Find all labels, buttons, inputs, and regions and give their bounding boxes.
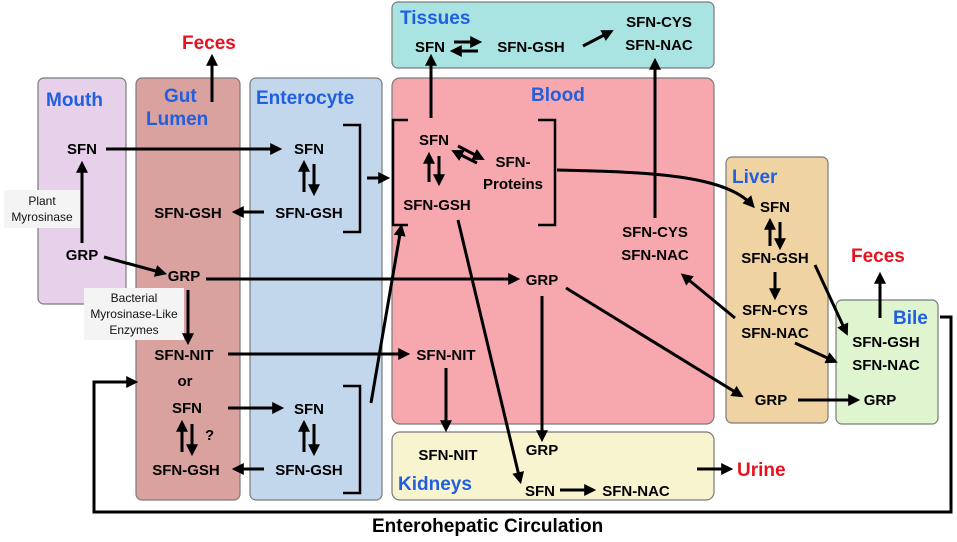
blood-sfn: SFN [419, 132, 449, 149]
blood-header: Blood [531, 85, 585, 106]
gut-lumen-header-1: Gut [164, 86, 197, 107]
bacterial-enzyme-bg [84, 288, 184, 340]
gut-question-mark: ? [205, 427, 214, 444]
enterohepatic-label: Enterohepatic Circulation [372, 516, 603, 537]
bracket-blood-right [538, 118, 557, 227]
arrow-blood-to-liver [556, 168, 755, 209]
gut-sfn-gsh-top: SFN-GSH [154, 205, 222, 222]
tissues-sfn-nac: SFN-NAC [625, 37, 693, 54]
enterocyte-header: Enterocyte [256, 88, 354, 109]
liver-grp: GRP [755, 392, 788, 409]
bile-sfn-nac: SFN-NAC [852, 357, 920, 374]
blood-sfn-nit: SFN-NIT [416, 347, 475, 364]
kidney-sfn-nac: SFN-NAC [602, 483, 670, 500]
liver-sfn-nac: SFN-NAC [741, 325, 809, 342]
liver-sfn: SFN [760, 199, 790, 216]
enterocyte-box [249, 77, 383, 501]
bacterial-enzyme-label-2: Myrosinase-Like [90, 307, 178, 321]
gut-grp: GRP [168, 268, 201, 285]
liver-sfn-cys: SFN-CYS [742, 302, 808, 319]
gut-lumen-header-2: Lumen [146, 109, 208, 130]
arrow-liver-nac-to-blood-cys [680, 273, 736, 320]
entero-sfn-gsh-top: SFN-GSH [275, 205, 343, 222]
arrow-liver-gsh-to-bile [813, 264, 849, 336]
kidney-sfn: SFN [525, 483, 555, 500]
tissues-header: Tissues [400, 8, 470, 29]
bracket-entero-top [343, 123, 362, 234]
arrow-blood-grp-to-liver-grp [565, 286, 744, 398]
gut-sfn-gsh-bottom: SFN-GSH [152, 462, 220, 479]
bile-header: Bile [893, 308, 928, 329]
arrow-blood-proteins-to-sfn [451, 150, 478, 165]
blood-sfn-gsh: SFN-GSH [403, 197, 471, 214]
kidneys-header: Kidneys [398, 474, 472, 495]
blood-grp: GRP [526, 272, 559, 289]
mouth-header: Mouth [46, 90, 103, 111]
arrow-entero-bottom-to-blood [369, 223, 406, 404]
blood-box [391, 77, 715, 425]
plant-myrosinase-label-1: Plant [28, 194, 56, 208]
arrow-mouth-grp-to-gut-grp [103, 255, 168, 277]
kidney-sfn-nit: SFN-NIT [418, 447, 477, 464]
arrow-blood-gsh-to-kidney-sfn [456, 219, 525, 485]
tissues-sfn-cys: SFN-CYS [626, 14, 692, 31]
blood-sfn-proteins-2: Proteins [483, 176, 543, 193]
arrow-enterohepatic-loop [92, 315, 953, 514]
tissues-sfn: SFN [415, 39, 445, 56]
blood-sfn-nac: SFN-NAC [621, 247, 689, 264]
liver-header: Liver [732, 167, 778, 188]
entero-sfn-top: SFN [294, 141, 324, 158]
tissues-sfn-gsh: SFN-GSH [497, 39, 565, 56]
gut-sfn-nit: SFN-NIT [154, 347, 213, 364]
gut-or: or [178, 373, 193, 390]
liver-sfn-gsh: SFN-GSH [741, 250, 809, 267]
mouth-grp: GRP [66, 247, 99, 264]
bile-grp: GRP [864, 392, 897, 409]
arrow-tissues-gsh-to-cys [582, 30, 614, 48]
plant-myrosinase-bg [4, 190, 80, 228]
entero-sfn-gsh-bottom: SFN-GSH [275, 462, 343, 479]
mouth-sfn: SFN [67, 141, 97, 158]
bile-sfn-gsh: SFN-GSH [852, 334, 920, 351]
arrow-liver-nac-to-bile-nac [794, 341, 838, 364]
plant-myrosinase-label-2: Myrosinase [11, 210, 73, 224]
bacterial-enzyme-label-1: Bacterial [111, 291, 158, 305]
urine-label: Urine [737, 460, 786, 481]
bacterial-enzyme-label-3: Enzymes [109, 323, 158, 337]
kidney-grp: GRP [526, 442, 559, 459]
entero-sfn-bottom: SFN [294, 401, 324, 418]
feces-gut-label: Feces [182, 33, 236, 54]
kidneys-box [391, 431, 715, 501]
gut-sfn: SFN [172, 400, 202, 417]
arrow-blood-sfn-to-proteins [457, 144, 485, 160]
bracket-entero-bottom [343, 384, 362, 495]
blood-sfn-proteins-1: SFN- [496, 154, 531, 171]
blood-sfn-cys: SFN-CYS [622, 224, 688, 241]
feces-bile-label: Feces [851, 246, 905, 267]
